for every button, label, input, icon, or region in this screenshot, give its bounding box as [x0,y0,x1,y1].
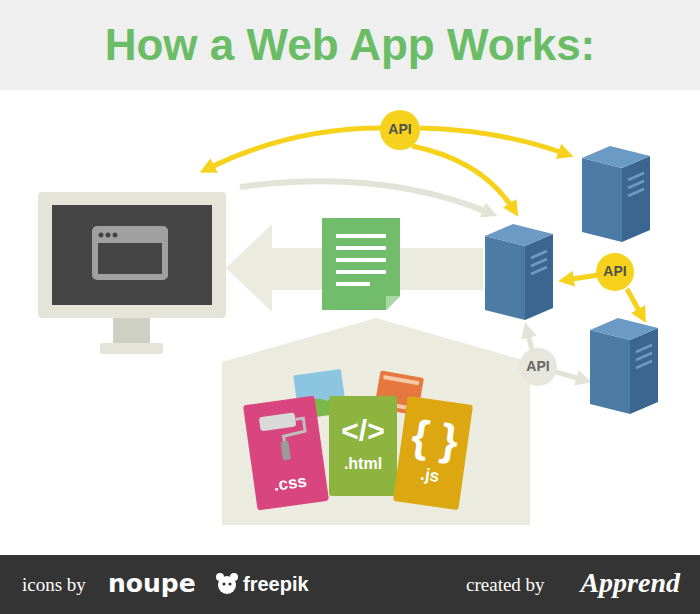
document [322,218,400,310]
monitor [38,192,226,354]
window-dot [99,233,104,238]
window-dot [106,233,111,238]
roller-drum [259,412,297,431]
code-symbol: { } [409,412,462,466]
monitor-base [100,343,163,354]
logo-eye [222,582,225,585]
document-sheet [322,218,400,310]
browser-window [92,226,168,280]
logo-ear [230,573,238,581]
server-face [582,158,622,242]
node-label: .css [273,473,308,496]
brand-logo: Apprend [580,566,680,600]
credit-text: created by [466,574,545,597]
node-label: API [526,359,549,374]
monitor-bezel [38,192,226,318]
css-file-card: .css [243,396,329,511]
credit-text: icons by [22,574,86,597]
monitor-neck [113,316,150,344]
node-label: API [603,264,626,279]
roller-frame [282,418,307,442]
api-arrow [627,289,642,316]
paint-roller-icon [252,407,315,466]
diagram-title: How a Web App Works: [0,0,700,90]
title-band [0,0,700,90]
api-arrow [207,128,382,169]
freepik-logo [216,573,238,594]
monitor-screen [52,205,212,305]
api-arrow [566,275,598,280]
node-label: API [388,122,411,137]
server-side [630,328,658,414]
document-line [336,282,370,286]
server [582,146,650,242]
browser-pane [98,243,162,274]
api-arrow [556,372,584,380]
brand-logo: freepik [243,572,309,596]
node-label: .js [419,465,440,486]
document-fold [386,296,400,310]
request-arrow [240,181,490,213]
document-line [336,246,386,250]
server-top [590,318,658,340]
logo-ear [216,573,224,581]
logo-eye [228,582,231,585]
html-file-card: </> .html [329,396,397,496]
api-arrow [527,330,532,350]
server [485,224,553,320]
code-symbol: </> [341,414,384,447]
server [590,318,658,414]
node-label: .html [344,455,382,473]
server-top [485,224,553,246]
server-slots [628,173,644,196]
server-slots [531,251,547,274]
server-face [590,330,630,414]
server-slots [636,345,652,368]
document-line [336,270,386,274]
roller-handle [280,441,291,461]
server-face [485,236,525,320]
window-dot [113,233,118,238]
brand-logo: noupe [108,569,196,599]
footer-band [0,555,700,614]
film-holes [383,375,419,385]
server-top [582,146,650,168]
document-line [336,234,386,238]
title-text: How a Web App Works: [105,20,596,70]
api-arrow [412,146,514,210]
server-side [525,234,553,320]
server-side [622,156,650,242]
file-bundle [222,318,530,525]
api-arrow [420,128,566,154]
api-badge: API [596,253,634,291]
document-line [336,258,386,262]
api-badge: API [519,348,557,386]
api-badge: API [380,110,420,150]
